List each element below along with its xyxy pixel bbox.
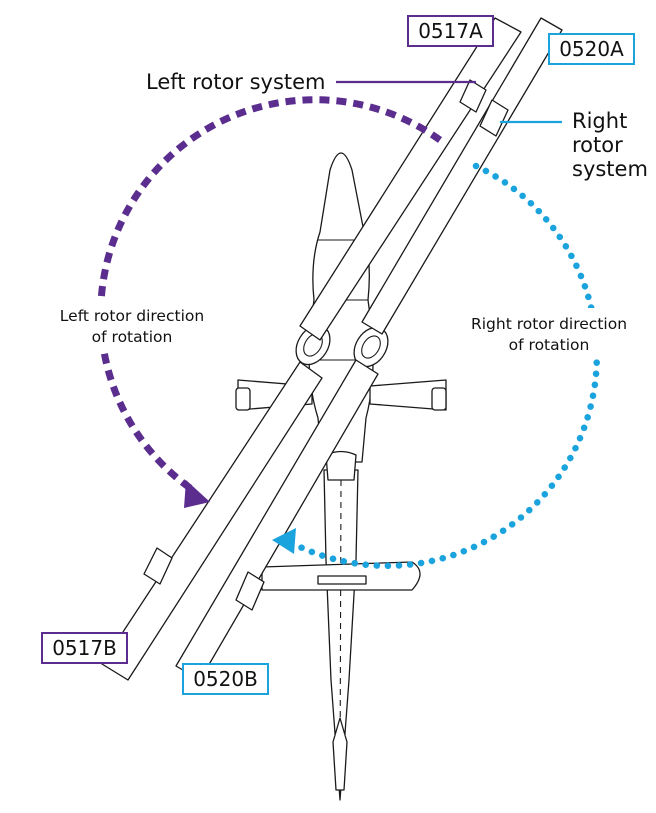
right-rotation-label-line1: Right rotor direction [471, 315, 627, 333]
label-box-0520a: 0520A [548, 33, 635, 65]
right-rotation-dots [294, 162, 601, 570]
left-rotor-system-label: Left rotor system [146, 70, 326, 94]
left-rotor-blades [101, 17, 522, 681]
left-rotation-label-line1: Left rotor direction [60, 307, 204, 325]
label-0517b: 0517B [52, 636, 117, 660]
arrow-head-icon [272, 528, 296, 554]
stub-wing-right [369, 379, 447, 411]
right-rotation-label-line2: of rotation [509, 336, 590, 354]
label-0520a: 0520A [559, 37, 624, 61]
label-box-0517b: 0517B [41, 632, 128, 664]
right-rotation-arc [272, 162, 601, 570]
right-rotor-blades [175, 17, 563, 681]
right-rotor-system-label-line3: system [572, 157, 648, 181]
left-rotation-label-line2: of rotation [92, 328, 173, 346]
label-box-0517a: 0517A [407, 15, 494, 47]
blade-0520-tip-a [361, 17, 563, 335]
label-0520b: 0520B [193, 667, 258, 691]
right-rotor-system-label-line1: Right [572, 109, 627, 133]
right-rotor-system-label-line2: rotor [572, 133, 623, 157]
label-0517a: 0517A [418, 19, 483, 43]
left-rotation-arc [97, 96, 443, 508]
left-rotation-dashes [97, 96, 443, 491]
arrow-head-icon [184, 480, 210, 508]
label-box-0520b: 0520B [182, 663, 269, 695]
